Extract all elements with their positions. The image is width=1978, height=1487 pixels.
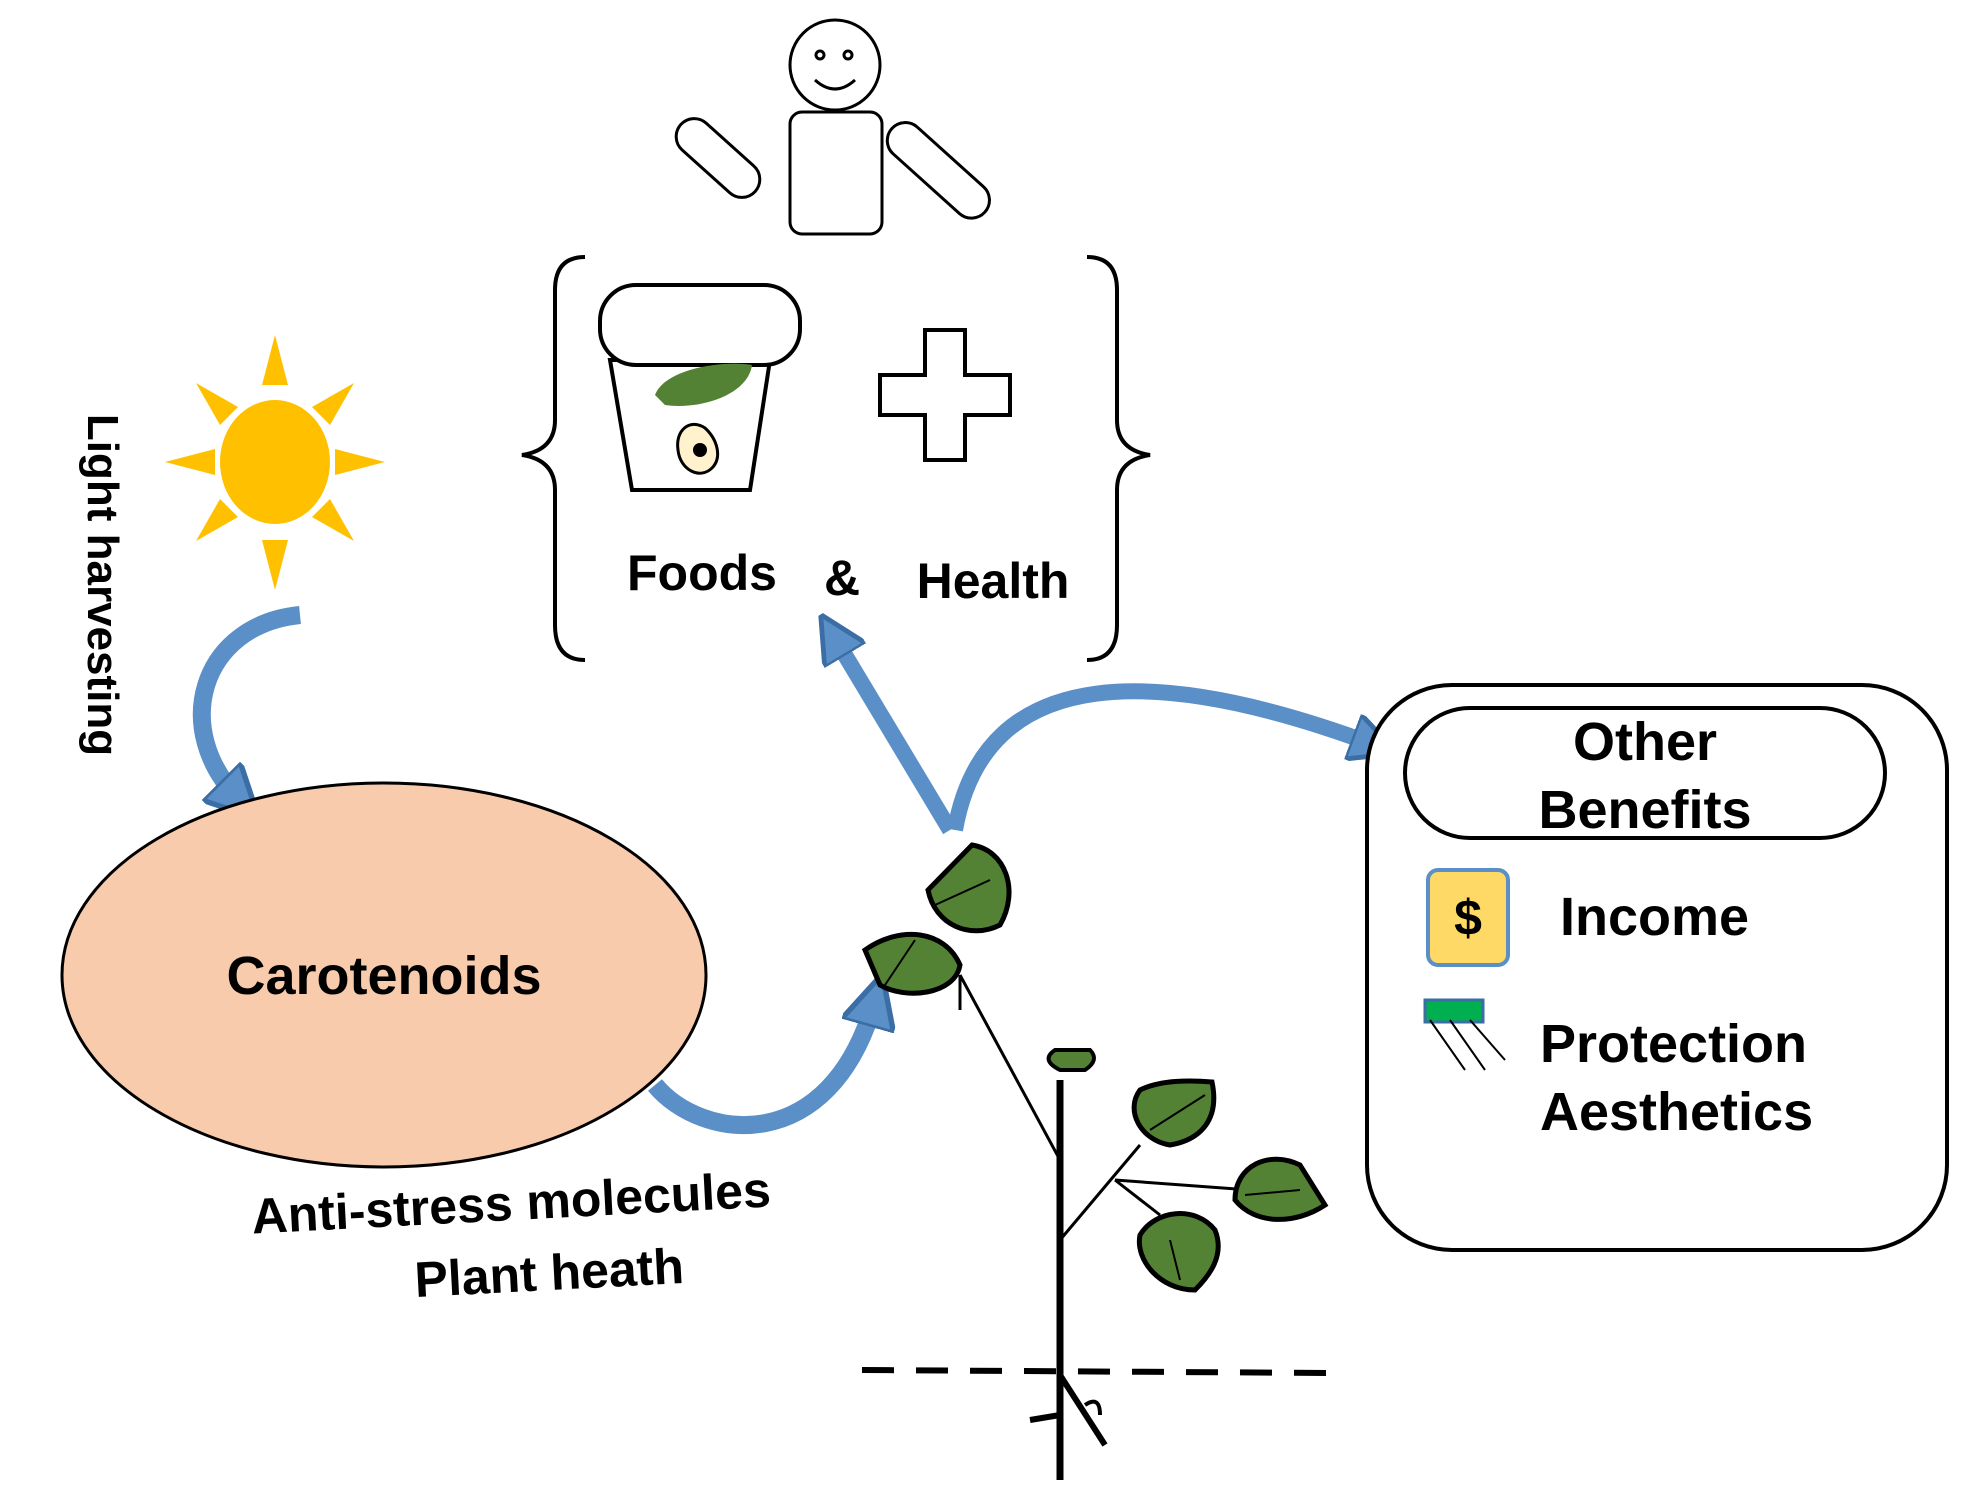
plant-health-label: Plant heath xyxy=(413,1238,685,1308)
dollar-icon xyxy=(1426,868,1510,967)
aesthetics-label: Aesthetics xyxy=(1540,1082,1813,1142)
foods-health-braces xyxy=(521,255,1151,662)
income-label: Income xyxy=(1560,887,1749,947)
plant-to-foods-arrow xyxy=(833,635,957,835)
light-harvesting-label: Light harvesting xyxy=(78,414,127,756)
dollar-sign: $ xyxy=(1454,890,1482,946)
other-benefits-title-line2: Benefits xyxy=(1538,780,1751,840)
anti-stress-label: Anti-stress molecules xyxy=(250,1161,772,1244)
other-benefits-title-line1: Other xyxy=(1573,712,1717,772)
ampersand-label: & xyxy=(824,550,860,606)
plant-icon xyxy=(861,842,1331,1480)
health-label: Health xyxy=(917,553,1070,609)
foods-label: Foods xyxy=(627,545,777,601)
flag-icon xyxy=(1423,998,1506,1071)
person-icon xyxy=(674,18,991,236)
other-benefits-title-pill xyxy=(1403,706,1887,840)
carotenoids-to-plant-arrow xyxy=(648,1000,875,1134)
carotenoids-label: Carotenoids xyxy=(226,946,541,1006)
protection-label: Protection xyxy=(1540,1014,1807,1074)
plant-to-benefits-arrow xyxy=(947,683,1375,832)
health-cross-icon xyxy=(878,328,1012,462)
light-to-carotenoids-arrow xyxy=(192,606,302,800)
carotenoids-ellipse xyxy=(60,781,708,1169)
food-cup-icon xyxy=(598,283,802,492)
sun-icon xyxy=(165,335,385,590)
